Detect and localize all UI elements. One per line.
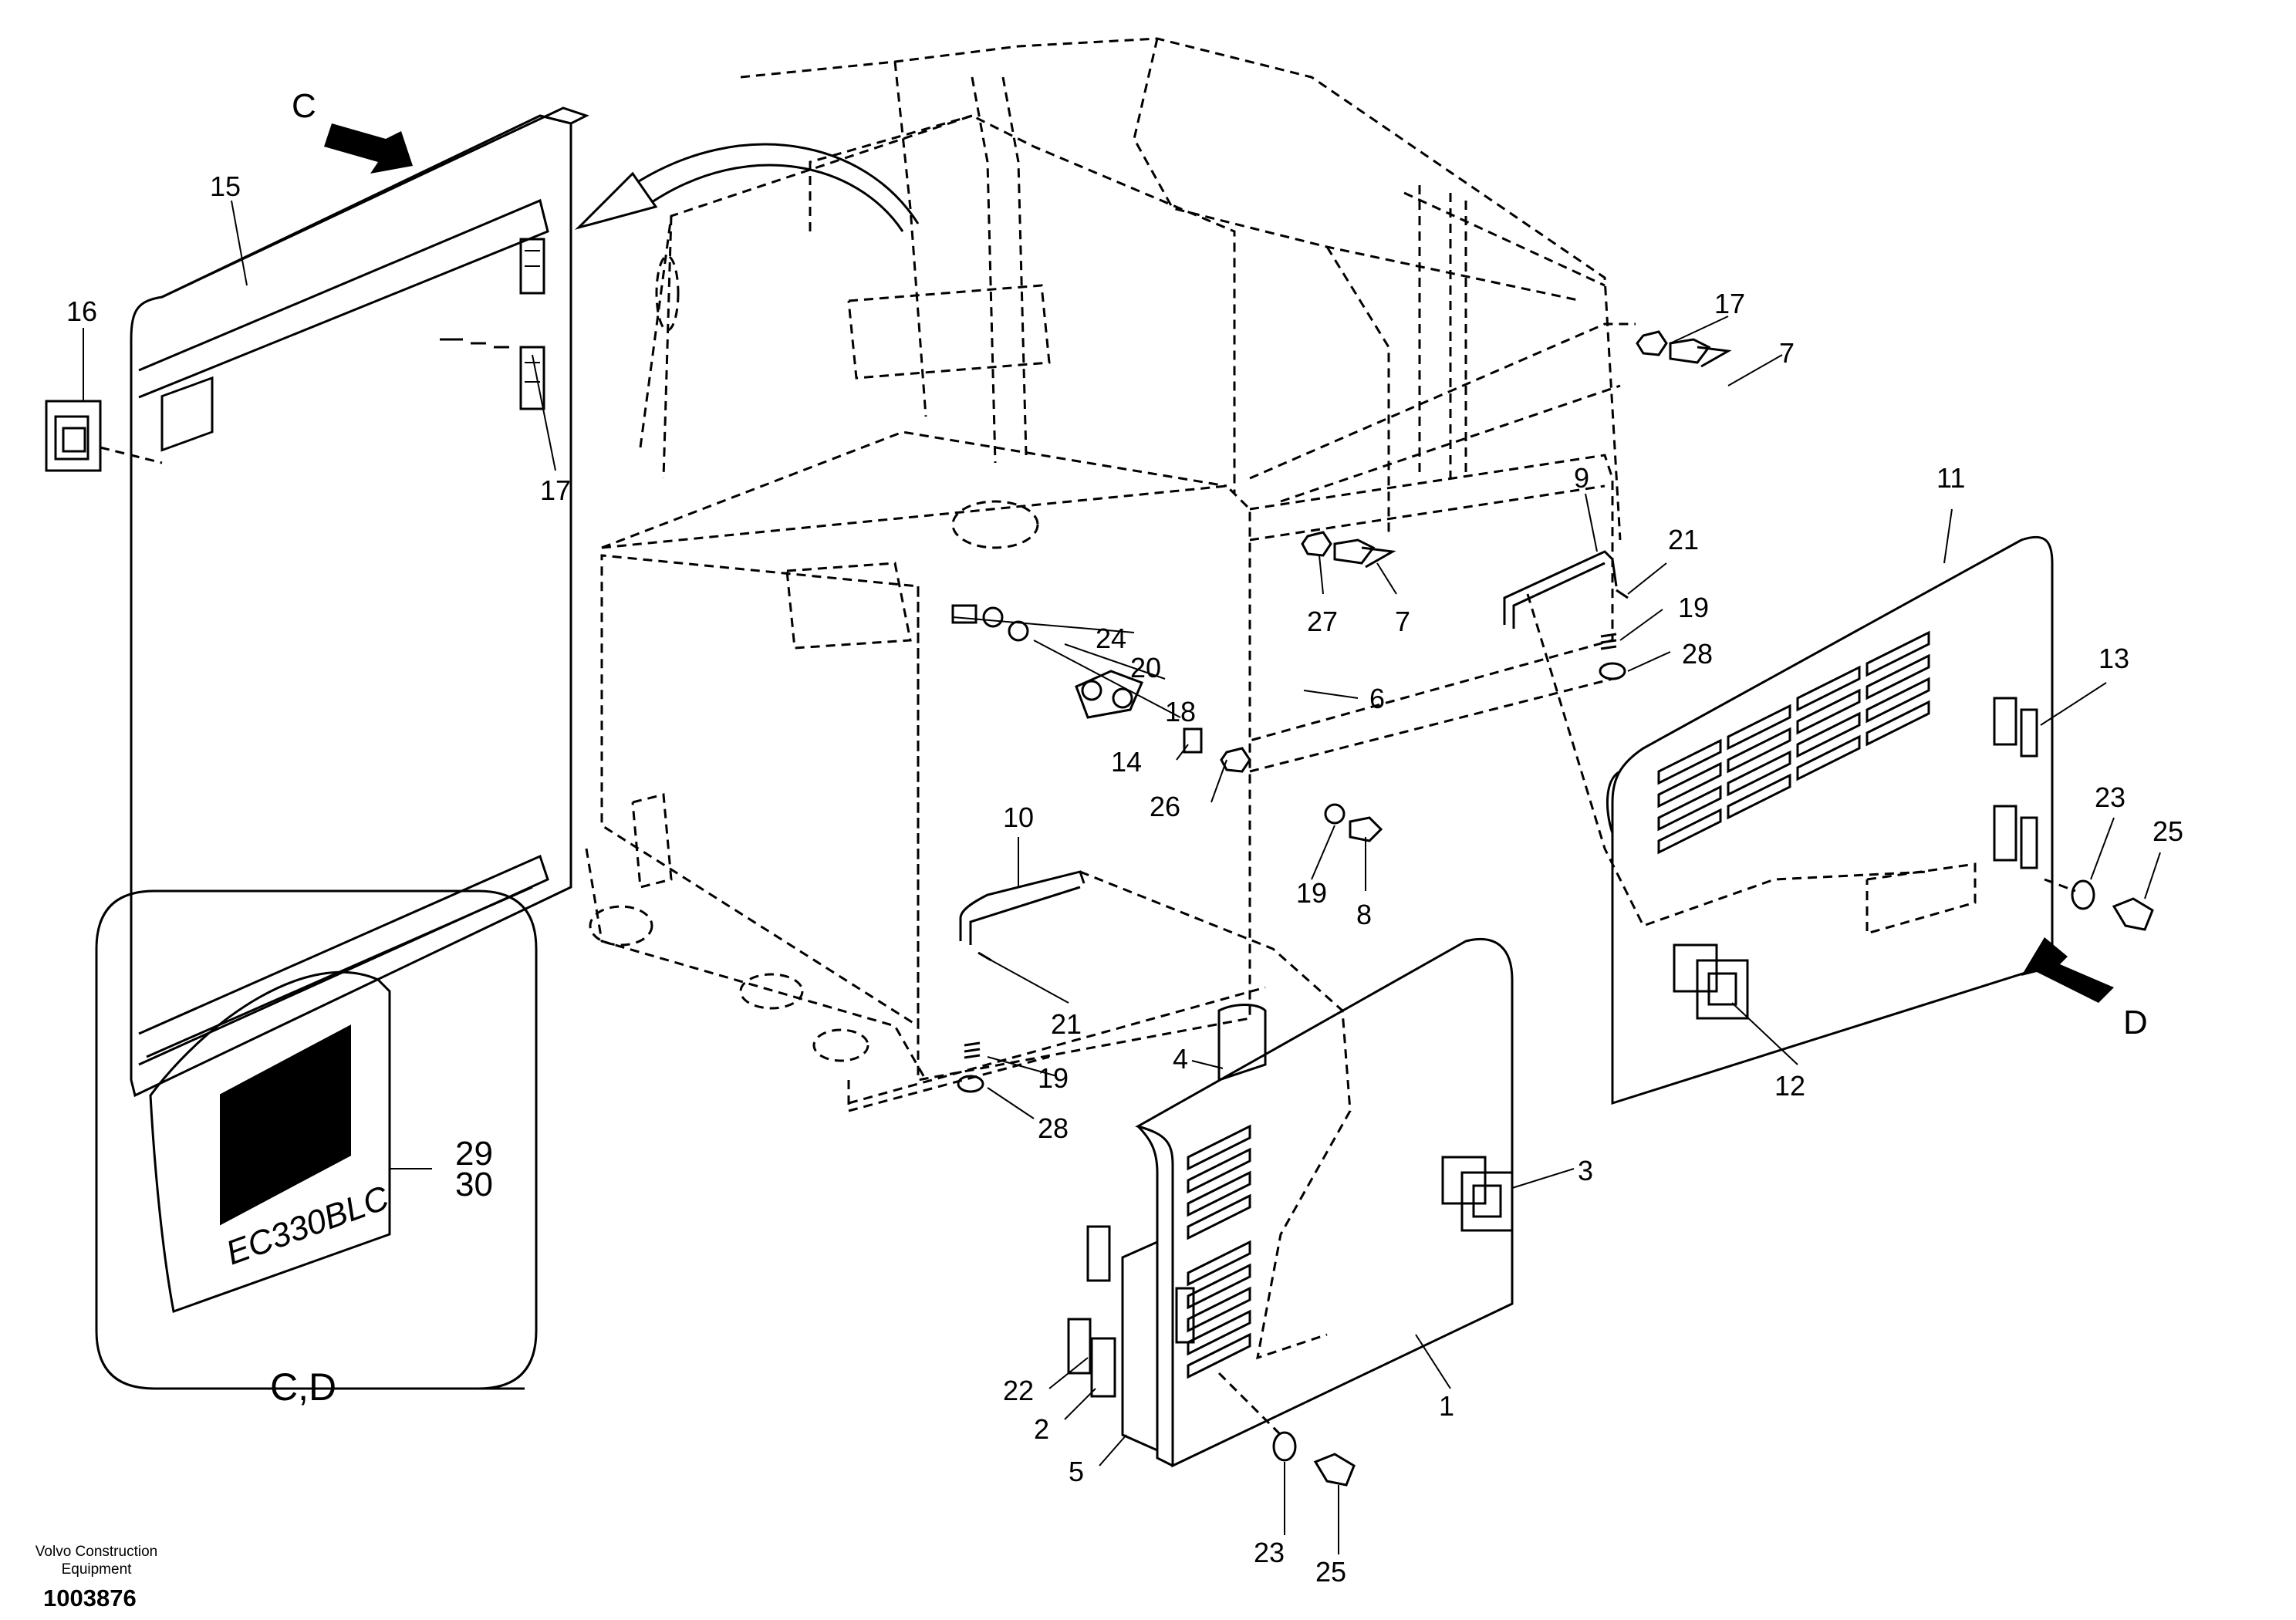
callout-18: 18 (1165, 696, 1196, 727)
callout-19: 19 (1038, 1062, 1069, 1094)
leader-lines (83, 200, 2161, 1554)
callout-10: 10 (1003, 802, 1034, 833)
callout-11: 11 (1936, 462, 1965, 494)
callout-25: 25 (2152, 815, 2183, 847)
callout-29: 29 (455, 1135, 493, 1173)
company-line-2: Equipment (61, 1561, 132, 1578)
callout-17: 17 (1714, 288, 1745, 319)
callout-14: 14 (1111, 746, 1142, 778)
handle-10 (959, 870, 1086, 945)
door-panel-11 (1606, 535, 2054, 1105)
callout-28: 28 (1038, 1112, 1069, 1144)
view-c-label: C (292, 87, 316, 125)
callout-28: 28 (1682, 638, 1713, 670)
callout-4: 4 (1173, 1043, 1188, 1075)
callout-2: 2 (1034, 1413, 1049, 1445)
callout-7: 7 (1779, 337, 1795, 369)
callout-27: 27 (1307, 606, 1338, 637)
callout-17: 17 (540, 474, 571, 506)
callout-5: 5 (1069, 1456, 1084, 1487)
latch-16 (45, 400, 102, 472)
callout-20: 20 (1130, 652, 1161, 683)
callout-7: 7 (1395, 606, 1410, 637)
callout-30: 30 (455, 1166, 493, 1203)
handle-9 (1503, 550, 1618, 629)
vent-slots-11 (1657, 630, 1930, 855)
callout-21: 21 (1668, 524, 1699, 555)
machine-frame-outline (585, 37, 1977, 1360)
hinge-2 (1090, 1337, 1116, 1398)
view-d-label: D (2123, 1004, 2148, 1041)
callout-21: 21 (1051, 1008, 1082, 1040)
callout-15: 15 (210, 170, 241, 202)
vent-slots-1 (1187, 1124, 1251, 1379)
callout-9: 9 (1574, 462, 1589, 494)
callout-12: 12 (1774, 1070, 1805, 1102)
callout-19: 19 (1678, 592, 1709, 623)
hinge-22 (1067, 1225, 1111, 1375)
view-c-arrow-icon (324, 123, 413, 174)
callout-25: 25 (1315, 1556, 1346, 1588)
company-line-1: Volvo Construction (35, 1544, 158, 1560)
door-panel-15 (100, 106, 589, 1098)
door-panel-1 (1135, 937, 1514, 1468)
decal-pattern (220, 1024, 351, 1226)
fasteners (951, 330, 2154, 1487)
callout-22: 22 (1003, 1375, 1034, 1406)
callout-13: 13 (2098, 643, 2129, 674)
callout-16: 16 (66, 295, 97, 327)
callout-3: 3 (1578, 1155, 1593, 1186)
flip-arrow-icon (574, 143, 920, 232)
callout-numbers: 15 16 17 17 7 7 27 24 20 18 6 14 26 19 8… (66, 170, 2183, 1588)
drawing-number: 1003876 (43, 1585, 137, 1612)
callout-26: 26 (1150, 791, 1180, 822)
callout-24: 24 (1096, 623, 1126, 654)
view-d-arrow-icon (2021, 937, 2114, 1003)
callout-23: 23 (2095, 781, 2125, 813)
callout-19: 19 (1296, 877, 1327, 909)
callout-23: 23 (1254, 1537, 1285, 1568)
callout-1: 1 (1439, 1390, 1454, 1422)
seal-5 (1121, 1240, 1159, 1453)
inset-caption: C,D (270, 1365, 336, 1409)
company-name: Volvo Construction Equipment (15, 1543, 177, 1578)
callout-6: 6 (1369, 683, 1385, 714)
callout-8: 8 (1356, 899, 1372, 930)
